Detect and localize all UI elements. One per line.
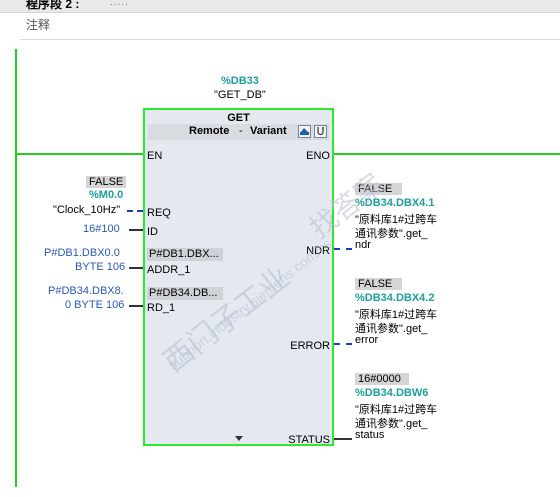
status-operand-address[interactable]: %DB34.DBW6 (355, 387, 429, 399)
addr1-value-truncated: P#DB1.DBX... (149, 248, 219, 260)
eno-wire (334, 153, 560, 155)
network-comment[interactable]: 注释 (26, 18, 51, 32)
status-connection (334, 438, 352, 440)
mode-remote-label[interactable]: Remote (189, 125, 230, 137)
expand-block-arrow-icon[interactable] (235, 436, 243, 441)
pin-eno: ENO (306, 150, 330, 162)
ndr-operand-name-line1[interactable]: "原料库1#过跨车 (355, 214, 438, 226)
error-operand-name-line2[interactable]: 通讯参数".get_ (355, 323, 428, 335)
error-operand-name-line3[interactable]: error (355, 334, 379, 346)
comment-divider (20, 39, 560, 40)
req-monitor-value: FALSE (86, 176, 127, 188)
status-value-box: 16#0000 (355, 373, 409, 385)
get-block[interactable]: GET Remote - Variant EN REQ ID P#DB1.DBX… (143, 108, 334, 446)
error-connection (334, 343, 352, 345)
pin-req: REQ (147, 207, 171, 219)
req-connection (127, 210, 143, 212)
error-value-box: FALSE (355, 278, 403, 290)
ndr-value-box: FALSE (355, 183, 403, 195)
pin-addr1: ADDR_1 (147, 264, 191, 276)
pin-ndr: NDR (306, 245, 330, 257)
error-monitor-value: FALSE (355, 278, 403, 290)
ndr-operand-name-line3[interactable]: ndr (355, 239, 371, 251)
network-title-dots: ..... (110, 0, 129, 8)
power-rail (15, 49, 17, 487)
rd1-operand-line2[interactable]: 0 BYTE 106 (65, 299, 125, 311)
req-value-box: FALSE (86, 176, 127, 188)
pin-error: ERROR (290, 340, 330, 352)
connection-config-icon[interactable] (298, 125, 311, 138)
ndr-operand-name-line2[interactable]: 通讯参数".get_ (355, 228, 428, 240)
status-operand-name-line1[interactable]: "原料库1#过跨车 (355, 404, 438, 416)
addr1-connection (129, 267, 143, 269)
rd1-value-truncated: P#DB34.DB... (149, 287, 218, 299)
req-operand-name[interactable]: "Clock_10Hz" (53, 204, 121, 216)
req-operand-address[interactable]: %M0.0 (89, 189, 124, 201)
mode-variant-label[interactable]: Variant (250, 125, 287, 137)
status-operand-name-line2[interactable]: 通讯参数".get_ (355, 418, 428, 430)
pin-en: EN (147, 150, 163, 162)
pin-id: ID (147, 226, 158, 238)
diagnostics-icon[interactable] (314, 125, 327, 138)
network-title: 程序段 2 : (26, 0, 80, 11)
id-operand[interactable]: 16#100 (83, 223, 120, 235)
rd1-operand-line1[interactable]: P#DB34.DBX8. (48, 285, 124, 297)
error-operand-address[interactable]: %DB34.DBX4.2 (355, 292, 435, 304)
rd1-value-box: P#DB34.DB... (147, 287, 223, 300)
pin-status: STATUS (288, 434, 330, 446)
status-monitor-value: 16#0000 (355, 373, 409, 385)
block-mode-bar: Remote - Variant (148, 124, 329, 140)
ndr-monitor-value: FALSE (355, 183, 403, 195)
rd1-connection (129, 305, 143, 307)
addr1-operand-line1[interactable]: P#DB1.DBX0.0 (44, 247, 120, 259)
id-connection (129, 229, 143, 231)
network-header[interactable]: 程序段 2 : ..... (0, 0, 560, 13)
error-operand-name-line1[interactable]: "原料库1#过跨车 (355, 309, 438, 321)
mode-separator: - (239, 125, 243, 137)
addr1-operand-line2[interactable]: BYTE 106 (75, 261, 126, 273)
ndr-connection (334, 248, 352, 250)
pin-rd1: RD_1 (147, 302, 176, 314)
instance-db-name[interactable]: "GET_DB" (214, 89, 266, 101)
ndr-operand-address[interactable]: %DB34.DBX4.1 (355, 197, 435, 209)
instance-db-number[interactable]: %DB33 (221, 75, 259, 87)
block-type-title: GET (227, 112, 250, 124)
addr1-value-box: P#DB1.DBX... (147, 248, 223, 261)
en-wire (17, 153, 143, 155)
status-operand-name-line3[interactable]: status (355, 429, 385, 441)
